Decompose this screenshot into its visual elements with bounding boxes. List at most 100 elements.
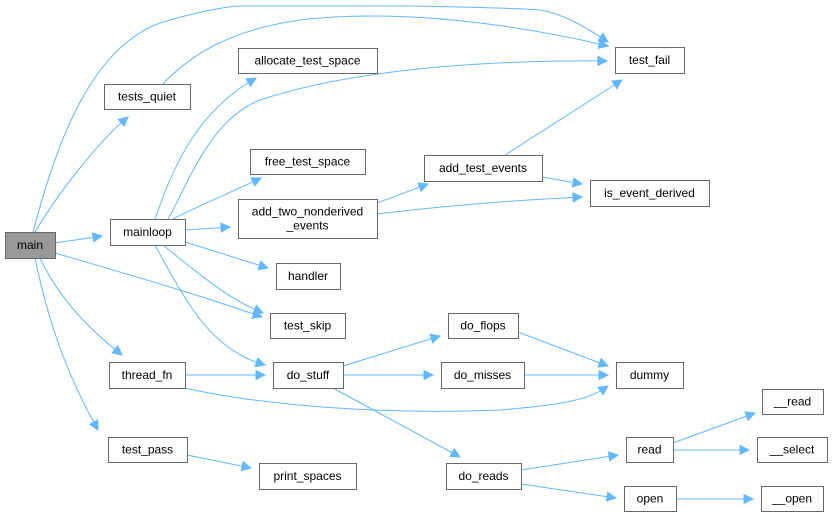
node-label: _events [285, 219, 328, 233]
edge-main-to-tests-quiet [34, 116, 129, 233]
node-box[interactable] [276, 263, 341, 290]
node-test-fail[interactable]: test_fail [615, 47, 685, 74]
node-box[interactable] [110, 219, 186, 246]
arrowhead-icon [597, 385, 609, 396]
node-box[interactable] [762, 389, 824, 415]
node-box[interactable] [626, 437, 674, 463]
node-underscore-select[interactable]: __select [757, 437, 828, 463]
node-main[interactable]: main [5, 232, 56, 259]
node-box[interactable] [238, 199, 378, 239]
arrowhead-icon [252, 304, 265, 315]
node-label: add_test_events [439, 161, 527, 175]
node-label: __select [769, 443, 815, 457]
node-box[interactable] [104, 84, 191, 110]
node-box[interactable] [590, 180, 710, 207]
node-label: test_fail [629, 53, 670, 67]
arrowhead-icon [597, 55, 609, 67]
node-box[interactable] [259, 463, 357, 490]
node-underscore-read[interactable]: __read [762, 389, 824, 415]
node-do-reads[interactable]: do_reads [446, 463, 522, 490]
edge-read-to---read [672, 412, 756, 444]
node-label: test_pass [122, 443, 173, 457]
edge-test-pass-to-print-spaces [186, 454, 252, 469]
node-box[interactable] [109, 362, 186, 389]
node-box[interactable] [616, 362, 684, 389]
node-add-test-events[interactable]: add_test_events [424, 155, 543, 182]
node-free-test-space[interactable]: free_test_space [250, 149, 366, 175]
node-open[interactable]: open [624, 486, 677, 512]
node-box[interactable] [273, 362, 344, 389]
arrowhead-icon [255, 369, 267, 381]
node-add-two-nonderived-events[interactable]: add_two_nonderived_events [238, 199, 378, 239]
edge-mainloop-to-test-skip [162, 244, 264, 314]
node-box[interactable] [5, 232, 56, 259]
node-label: do_misses [454, 368, 511, 382]
node-do-misses[interactable]: do_misses [441, 362, 525, 389]
nodes-layer: main tests_quiet allocate_test_space test_f… [5, 47, 828, 512]
edge-main-to-thread-fn [39, 257, 123, 356]
edge-tests-quiet-to-test-fail [162, 15, 609, 85]
node-label: dummy [630, 368, 669, 382]
node-do-flops[interactable]: do_flops [448, 313, 519, 339]
node-box[interactable] [757, 437, 828, 463]
arrowhead-icon [605, 491, 618, 502]
arrowhead-icon [91, 232, 104, 243]
node-thread-fn[interactable]: thread_fn [109, 362, 186, 389]
node-box[interactable] [441, 362, 525, 389]
node-box[interactable] [250, 149, 366, 175]
node-box[interactable] [448, 313, 519, 339]
arrowhead-icon [88, 419, 99, 431]
node-label: allocate_test_space [254, 54, 360, 68]
node-label: __open [771, 492, 812, 506]
node-dummy[interactable]: dummy [616, 362, 684, 389]
node-label: do_reads [458, 469, 508, 483]
node-tests-quiet[interactable]: tests_quiet [104, 84, 191, 110]
node-label: handler [288, 269, 328, 283]
node-underscore-open[interactable]: __open [761, 486, 824, 512]
node-box[interactable] [761, 486, 824, 512]
node-read[interactable]: read [626, 437, 674, 463]
arrowhead-icon [449, 447, 461, 458]
node-box[interactable] [424, 155, 543, 182]
node-is-event-derived[interactable]: is_event_derived [590, 180, 710, 207]
node-box[interactable] [624, 486, 677, 512]
node-print-spaces[interactable]: print_spaces [259, 463, 357, 490]
edge-add-test-events-to-test-fail [504, 79, 623, 156]
arrowhead-icon [572, 192, 584, 203]
node-label: tests_quiet [118, 90, 177, 104]
node-label: thread_fn [122, 368, 173, 382]
edge-mainloop-to-test-fail [167, 60, 608, 220]
node-label: test_skip [284, 319, 332, 333]
arrowhead-icon [739, 444, 751, 456]
node-test-pass[interactable]: test_pass [108, 437, 188, 463]
node-label: mainloop [123, 225, 172, 239]
arrowhead-icon [250, 177, 263, 187]
arrowhead-icon [220, 222, 232, 233]
arrowhead-icon [257, 260, 270, 271]
node-test-skip[interactable]: test_skip [270, 313, 346, 339]
node-box[interactable] [108, 437, 188, 463]
node-label: print_spaces [273, 469, 341, 483]
node-mainloop[interactable]: mainloop [110, 219, 186, 246]
arrowhead-icon [607, 451, 620, 462]
node-box[interactable] [238, 48, 378, 74]
arrowhead-icon [597, 357, 610, 368]
node-do-stuff[interactable]: do_stuff [273, 362, 344, 389]
edge-mainloop-to-free-test-space [172, 177, 262, 220]
edges-layer [32, 5, 757, 505]
arrowhead-icon [245, 77, 257, 88]
node-box[interactable] [615, 47, 685, 74]
arrowhead-icon [240, 460, 253, 472]
arrowhead-icon [571, 177, 584, 188]
arrowhead-icon [429, 333, 442, 344]
node-allocate-test-space[interactable]: allocate_test_space [238, 48, 378, 74]
node-box[interactable] [270, 313, 346, 339]
node-handler[interactable]: handler [276, 263, 341, 290]
edge-main-to-test-fail [32, 5, 609, 233]
edge-mainloop-to-do-stuff [154, 244, 266, 366]
edge-do-reads-to-open [520, 483, 617, 499]
node-label: add_two_nonderived [252, 205, 363, 219]
node-box[interactable] [446, 463, 522, 490]
node-label: read [637, 443, 661, 457]
